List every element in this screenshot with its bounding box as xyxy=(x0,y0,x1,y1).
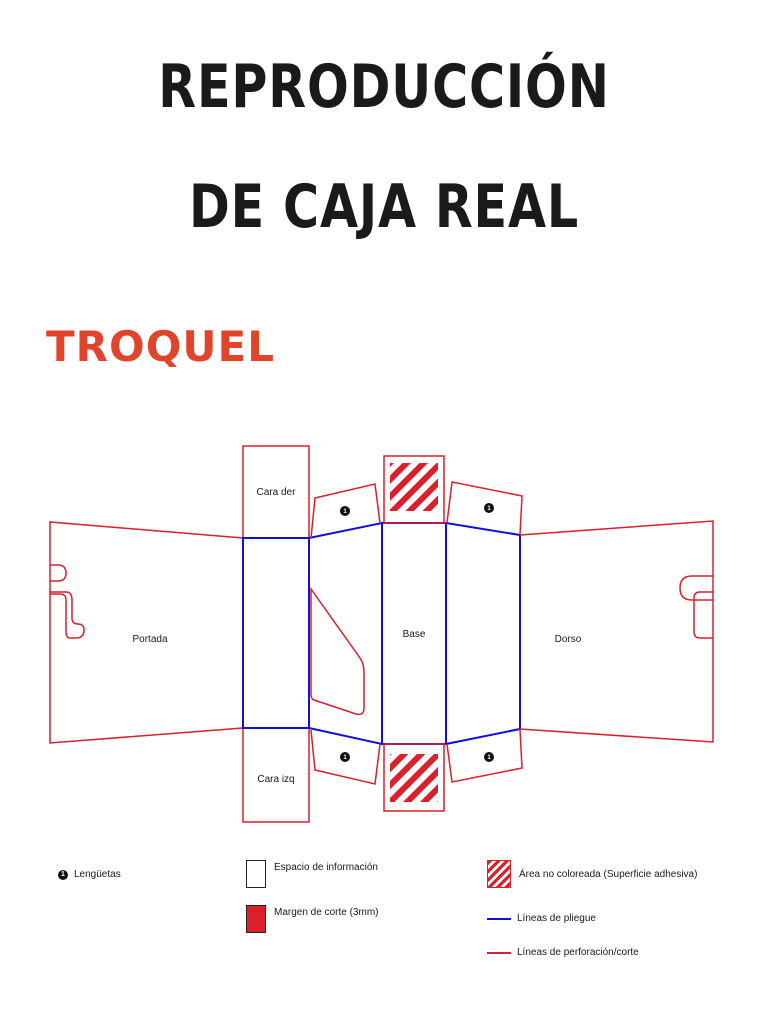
tab-bottom-right xyxy=(446,728,523,783)
white-swatch-icon xyxy=(246,860,266,888)
glue-area-top xyxy=(383,455,445,524)
label-portada: Portada xyxy=(132,634,167,645)
legend-info-space-label: Espacio de información xyxy=(274,861,378,873)
fold-lines xyxy=(242,521,521,746)
page-title-line-1: REPRODUCCIÓN xyxy=(158,52,610,122)
legend-cut-lines: Líneas de perforación/corte xyxy=(487,947,639,958)
label-cara-der: Cara der xyxy=(257,487,297,498)
legend-uncolored-area: Área no coloreada (Superficie adhesiva) xyxy=(487,860,697,888)
legend-fold-lines: Líneas de pliegue xyxy=(487,913,596,924)
red-swatch-icon xyxy=(246,905,266,933)
glue-area-top-hatch xyxy=(390,463,438,511)
legend-tabs: 1 Lengüetas xyxy=(58,869,121,880)
tab-number-1: 1 xyxy=(343,509,347,515)
legend-cut-margin: Margen de corte (3mm) xyxy=(246,905,378,933)
legend-cut-lines-label: Líneas de perforación/corte xyxy=(517,947,639,958)
label-cara-izq: Cara izq xyxy=(257,774,294,785)
tab-marker-icon: 1 xyxy=(58,869,68,880)
legend-fold-lines-label: Líneas de pliegue xyxy=(517,913,596,924)
glue-area-bottom-hatch xyxy=(390,754,438,802)
side-cutout xyxy=(310,586,365,716)
tab-bottom-left xyxy=(310,729,381,785)
legend-cut-margin-label: Margen de corte (3mm) xyxy=(274,906,379,918)
label-dorso: Dorso xyxy=(555,634,582,645)
tab-number-3: 1 xyxy=(343,755,347,761)
label-base: Base xyxy=(403,629,426,640)
portada-panel xyxy=(49,521,244,744)
legend-tabs-label: Lengüetas xyxy=(74,869,121,880)
tab-markers xyxy=(340,503,494,762)
blue-line-icon xyxy=(487,917,511,920)
tab-top-left xyxy=(310,483,381,539)
dorso-panel xyxy=(519,520,714,743)
tabs xyxy=(310,481,523,785)
legend-info-space: Espacio de información xyxy=(246,860,378,888)
tab-number-2: 1 xyxy=(487,506,491,512)
red-line-icon xyxy=(487,951,511,954)
glue-area-bottom xyxy=(383,743,445,812)
section-subtitle: TROQUEL xyxy=(46,322,275,371)
page-title-line-2: DE CAJA REAL xyxy=(188,172,580,242)
legend-uncolored-area-label: Área no coloreada (Superficie adhesiva) xyxy=(519,868,698,880)
tab-top-right xyxy=(446,481,523,536)
hatch-swatch-icon xyxy=(487,860,511,888)
tab-number-4: 1 xyxy=(487,755,491,761)
